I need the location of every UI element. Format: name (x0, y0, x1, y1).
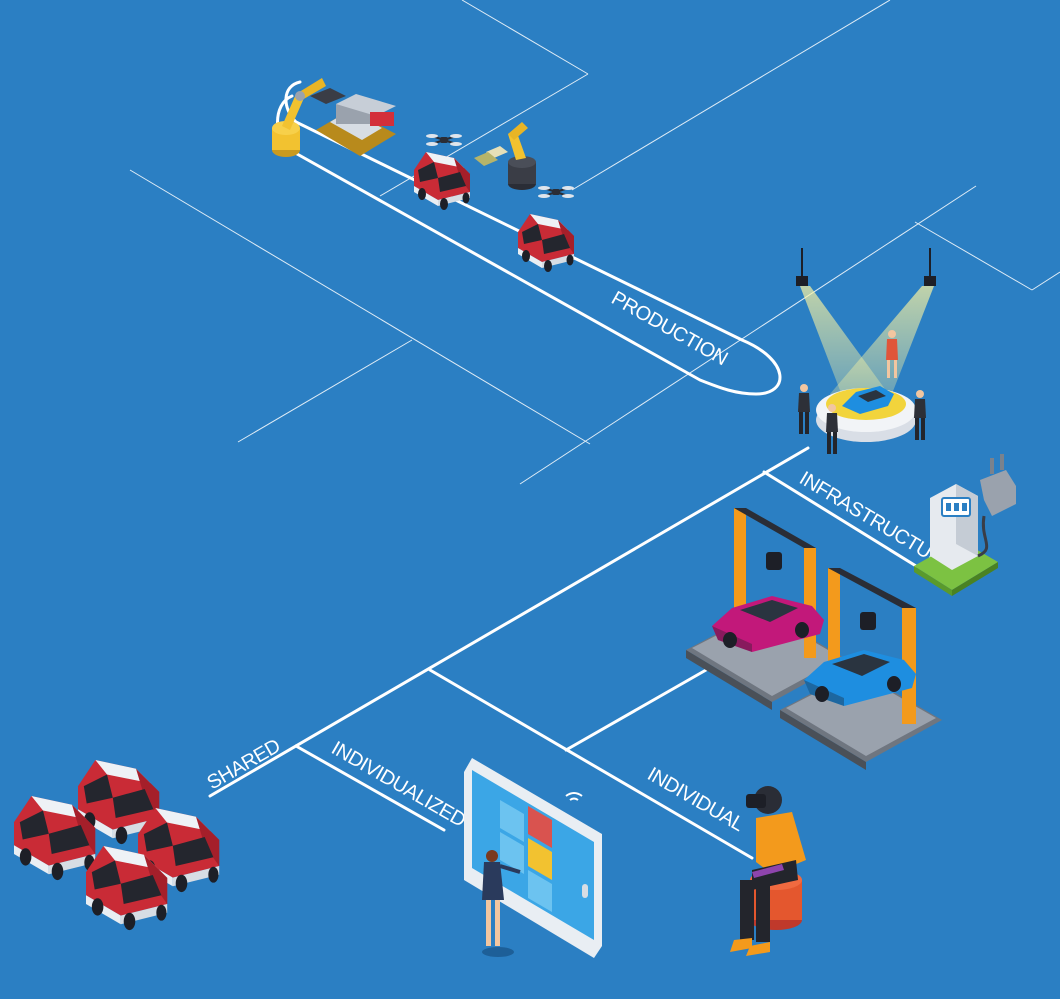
label-shared: SHARED (204, 735, 285, 794)
charging-station-icon (914, 454, 1016, 596)
individualized-branch-line (294, 744, 446, 832)
shared-shuttle-fleet-icon (14, 760, 220, 931)
car-3d-printer-icon (686, 508, 942, 770)
printer-branch-line (564, 668, 708, 752)
showroom-spotlight-icon (796, 248, 936, 454)
tablet-configurator-icon (464, 758, 602, 958)
infrastructure-branch-line (762, 470, 918, 568)
robot-arm-icon (272, 78, 326, 157)
autonomous-shuttle-icon (414, 152, 574, 272)
main-trunk-line (208, 446, 810, 798)
assembly-jig-icon (310, 88, 396, 156)
individual-branch-line (428, 668, 754, 860)
person-with-vr-headset-icon (730, 786, 806, 956)
label-individualized: INDIVIDUALIZED (328, 737, 470, 831)
background-grid-lines (129, 0, 1060, 485)
robot-arm-2-icon (474, 122, 536, 190)
label-production: PRODUCTION (608, 287, 732, 370)
